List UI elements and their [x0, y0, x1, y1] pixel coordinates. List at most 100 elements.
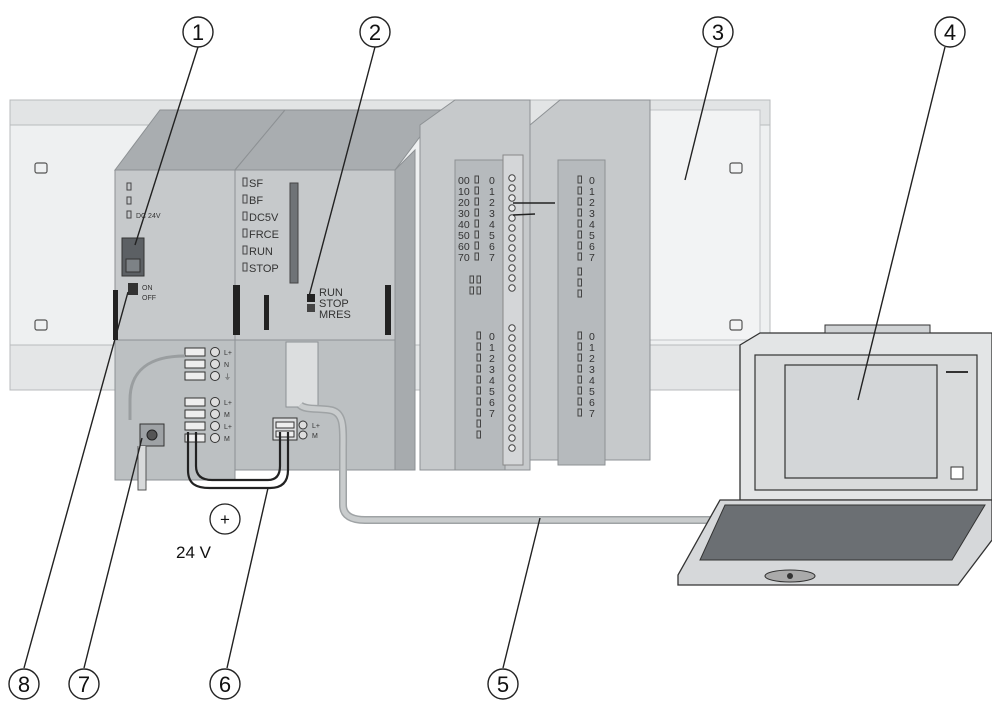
mode-run-label: RUN: [319, 287, 343, 299]
io2-channel-label: 5: [589, 230, 595, 242]
io1-row-label: 60: [458, 241, 470, 253]
io2-led: [577, 353, 582, 362]
callout-4: 4: [934, 16, 966, 48]
terminal-screw: [210, 397, 220, 407]
terminal-label: M: [312, 433, 318, 440]
io1-led: [476, 353, 481, 362]
selector-slider[interactable]: [125, 258, 141, 273]
led-label-sf: SF: [249, 178, 263, 190]
io1-led: [474, 175, 479, 184]
mode-switch[interactable]: [307, 294, 315, 302]
status-led: [126, 182, 132, 191]
io2-led: [577, 175, 582, 184]
io1-channel-label: 4: [489, 219, 495, 231]
cpu-edge-mark: [233, 285, 240, 335]
mode-mres-label: MRES: [319, 309, 351, 321]
io1-row-label: 70: [458, 252, 470, 264]
terminal-label: N: [224, 362, 229, 369]
terminal-screw: [210, 433, 220, 443]
io2-led: [577, 267, 582, 276]
svg-text:2: 2: [369, 20, 381, 45]
io-terminal-screw: [508, 424, 516, 432]
io1-channel-label: 7: [489, 252, 495, 264]
terminal-label: ⏚: [224, 373, 231, 381]
io2-channel-label: 2: [589, 197, 595, 209]
terminal-label: L+: [224, 424, 232, 431]
io-terminal-screw: [508, 204, 516, 212]
led-bf: [242, 194, 248, 204]
io1-led: [474, 241, 479, 250]
callout-3: 3: [702, 16, 734, 48]
io-terminal-screw: [508, 184, 516, 192]
io2-led: [577, 252, 582, 261]
led-stop: [242, 262, 248, 272]
io1-channel-label: 3: [489, 208, 495, 220]
cpu-module: SF BF DC5V FRCE RUN STOP RUN STOP MRES L…: [233, 109, 441, 471]
io1-row-label: 00: [458, 175, 470, 187]
terminal-screw: [210, 421, 220, 431]
io-terminal-screw: [508, 374, 516, 382]
terminal-label: L+: [224, 400, 232, 407]
status-led: [126, 196, 132, 205]
io1-led: [476, 375, 481, 384]
led-frce: [242, 228, 248, 238]
terminal-block: [184, 409, 206, 419]
io2-channel-label: 4: [589, 375, 595, 387]
io-terminal-screw: [508, 334, 516, 342]
ground-cable: [137, 446, 147, 491]
signal-wire: [512, 213, 536, 216]
mode-switch-slot[interactable]: [307, 304, 315, 312]
led-label-stop: STOP: [249, 263, 279, 275]
power-button[interactable]: [950, 466, 964, 480]
terminal-block: [275, 430, 295, 438]
io1-led: [476, 364, 481, 373]
memory-card-slot[interactable]: [289, 182, 299, 284]
io2-led: [577, 289, 582, 298]
led-run: [242, 245, 248, 255]
io2-led: [577, 342, 582, 351]
callout-7: 7: [68, 668, 100, 700]
io1-channel-label: 5: [489, 230, 495, 242]
terminal-screw: [298, 420, 308, 430]
io1-channel-label: 1: [489, 186, 495, 198]
laptop-screen: [784, 364, 938, 479]
io1-led: [476, 275, 481, 284]
led-label-bf: BF: [249, 195, 263, 207]
led-sf: [242, 177, 248, 187]
io2-channel-label: 6: [589, 241, 595, 253]
mpi-interface[interactable]: [285, 341, 319, 408]
terminal-screw: [298, 430, 308, 440]
io2-led: [577, 386, 582, 395]
io2-channel-label: 2: [589, 353, 595, 365]
io-terminal-screw: [508, 354, 516, 362]
io-terminal-screw: [508, 254, 516, 262]
terminal-label: L+: [224, 350, 232, 357]
terminal-label: M: [224, 412, 230, 419]
on-off-switch[interactable]: [128, 283, 138, 295]
svg-text:5: 5: [497, 672, 509, 697]
io-terminal-screw: [508, 194, 516, 202]
io2-channel-label: 4: [589, 219, 595, 231]
io1-row-label: 30: [458, 208, 470, 220]
terminal-block: [184, 397, 206, 407]
io1-row-label: 10: [458, 186, 470, 198]
dc-supply-symbol: [209, 503, 241, 535]
svg-text:6: 6: [219, 672, 231, 697]
io1-channel-label: 6: [489, 241, 495, 253]
io2-channel-label: 0: [589, 331, 595, 343]
led-label-frce: FRCE: [249, 229, 279, 241]
trackpad-button[interactable]: [787, 573, 793, 579]
terminal-block: [275, 421, 295, 429]
laptop-keyboard[interactable]: [699, 504, 986, 561]
power-supply-module: DC 24V ON OFF L+ N ⏚ L+ M L+ M: [113, 109, 287, 491]
io2-led: [577, 219, 582, 228]
io1-channel-label: 1: [489, 342, 495, 354]
io-terminal-screw: [508, 264, 516, 272]
io-terminal-screw: [508, 214, 516, 222]
io2-led: [577, 408, 582, 417]
io-terminal-screw: [508, 174, 516, 182]
grounding-screw[interactable]: [146, 429, 158, 441]
rail-slot-icon: [729, 162, 743, 174]
